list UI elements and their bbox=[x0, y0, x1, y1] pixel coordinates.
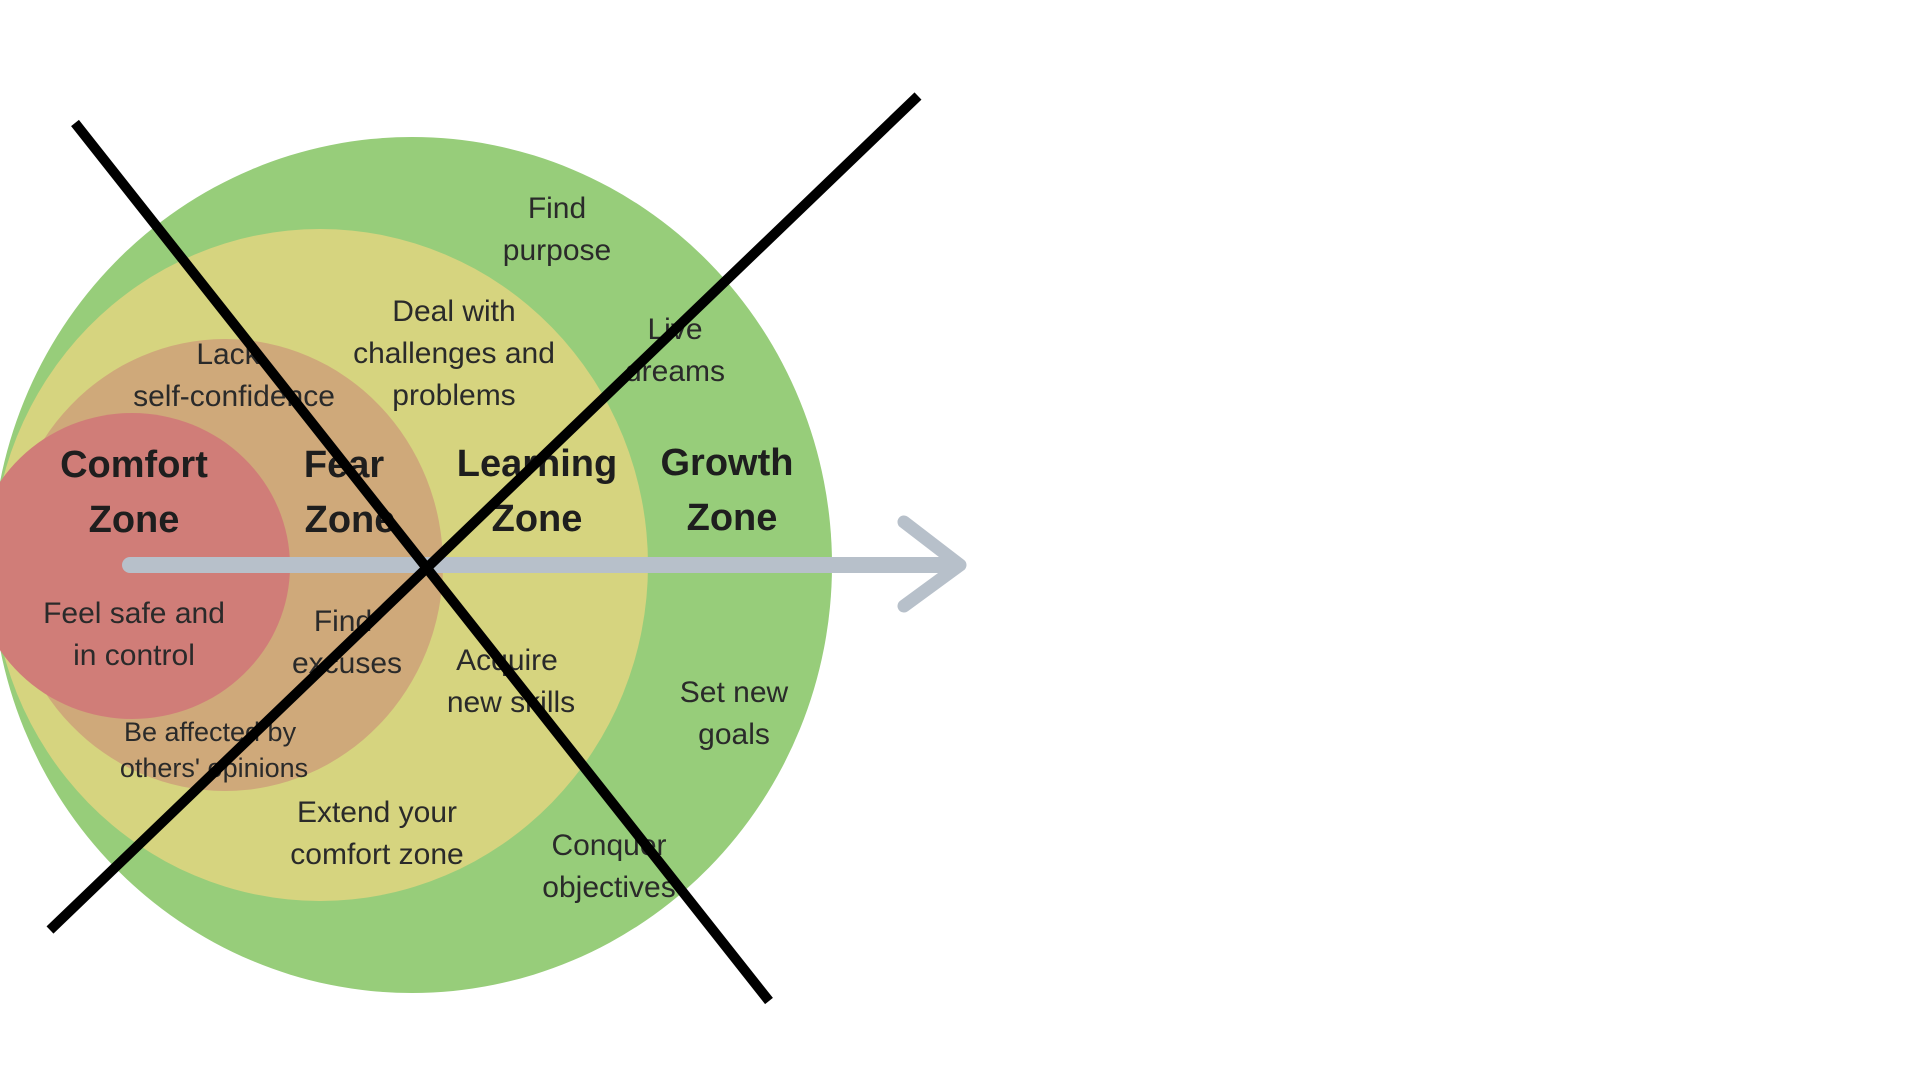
cross-line-ascending bbox=[46, 92, 922, 934]
deal-with-challenges-label-line1: Deal with bbox=[392, 295, 515, 328]
deal-with-challenges-label-line2: challenges and bbox=[353, 337, 555, 370]
conquer-objectives-label-line2: objectives bbox=[542, 871, 675, 904]
find-purpose-label-line2: purpose bbox=[503, 234, 611, 267]
extend-comfort-zone-label-line2: comfort zone bbox=[290, 838, 463, 871]
find-purpose-label-line1: Find bbox=[528, 192, 586, 225]
arrow-right-icon bbox=[122, 515, 967, 613]
cross-out-mark bbox=[46, 92, 922, 1005]
growth-zone-title-line1: Growth bbox=[661, 442, 794, 484]
feel-safe-label-line1: Feel safe and bbox=[43, 597, 225, 630]
extend-comfort-zone-label-line1: Extend your bbox=[297, 796, 457, 829]
cross-line-descending bbox=[71, 119, 773, 1005]
comfort-zone-title-line1: Comfort bbox=[60, 444, 208, 486]
comfort-zone-title-line2: Zone bbox=[89, 499, 180, 541]
set-new-goals-label-line2: goals bbox=[698, 718, 770, 751]
learning-zone-title-line2: Zone bbox=[492, 498, 583, 540]
set-new-goals-label-line1: Set new bbox=[680, 676, 789, 709]
growth-zone-title-line2: Zone bbox=[687, 497, 778, 539]
feel-safe-label-line2: in control bbox=[73, 639, 195, 672]
deal-with-challenges-label-line3: problems bbox=[392, 379, 515, 412]
acquire-new-skills-label-line2: new skills bbox=[447, 686, 575, 719]
